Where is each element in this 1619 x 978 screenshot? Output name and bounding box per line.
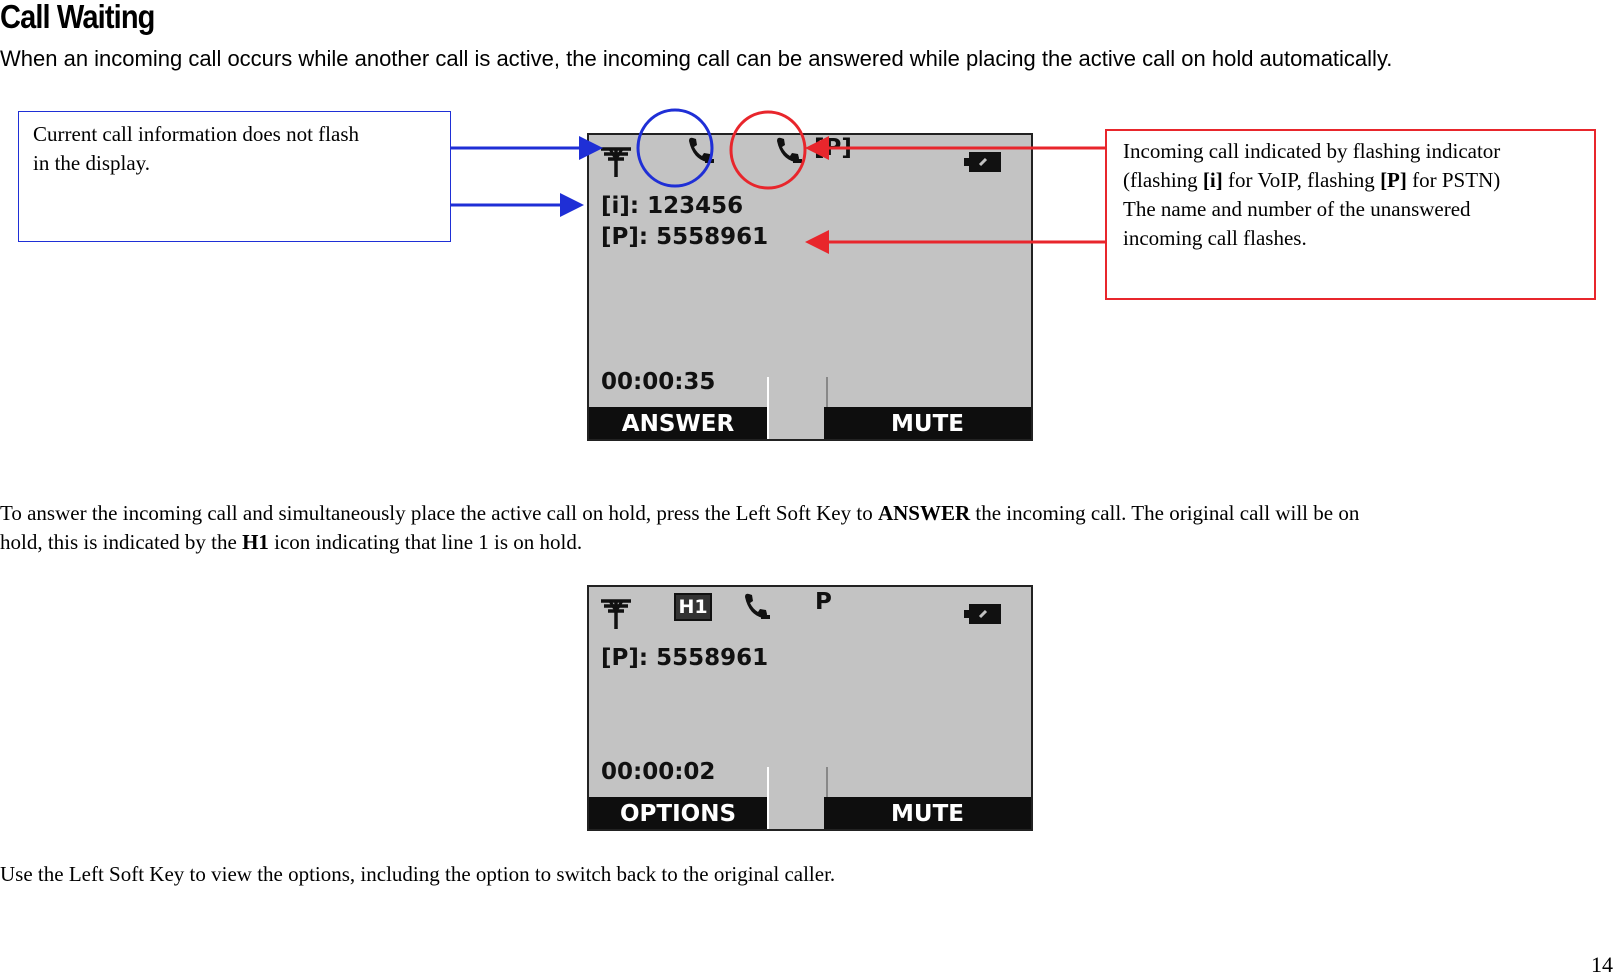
handset-icon xyxy=(777,137,802,163)
call-timer: 00:00:02 xyxy=(601,759,716,785)
blue-highlight-circle xyxy=(636,108,714,188)
battery-icon xyxy=(964,604,1001,624)
line-p-number: [P]: 5558961 xyxy=(601,224,769,250)
line-i-number: [i]: 123456 xyxy=(601,193,744,219)
phone-screen-on-hold: H1 P [P]: 5558961 00:00:02 OPTIONS MUTE xyxy=(587,585,1033,831)
answer-instructions-line2: hold, this is indicated by the H1 icon i… xyxy=(0,530,583,554)
answer-instructions: To answer the incoming call and simultan… xyxy=(0,499,1359,557)
options-softkey[interactable]: OPTIONS xyxy=(589,797,767,829)
options-instructions: Use the Left Soft Key to view the option… xyxy=(0,862,836,886)
callout-left-line1: Current call information does not flash xyxy=(33,122,360,146)
callout-right-line4: incoming call flashes. xyxy=(1123,226,1307,250)
answer-instructions-line1: To answer the incoming call and simultan… xyxy=(0,501,1360,525)
intro-text: When an incoming call occurs while anoth… xyxy=(0,46,1393,71)
callout-right-line3: The name and number of the unanswered xyxy=(1123,197,1471,221)
page-title: Call Waiting xyxy=(0,0,155,35)
page-number: 14 xyxy=(1591,952,1613,977)
softkey-bar: ANSWER MUTE xyxy=(589,407,1031,439)
callout-incoming-call: Incoming call indicated by flashing indi… xyxy=(1105,129,1596,300)
callout-left-line2: in the display. xyxy=(33,151,151,175)
antenna-icon xyxy=(601,147,631,177)
hold-icon: H1 xyxy=(674,593,712,621)
antenna-icon xyxy=(601,599,631,629)
callout-right-line1: Incoming call indicated by flashing indi… xyxy=(1123,139,1501,163)
callout-right-line2: (flashing [i] for VoIP, flashing [P] for… xyxy=(1123,168,1501,192)
line-p-number: [P]: 5558961 xyxy=(601,645,769,671)
handset-icon xyxy=(745,593,770,619)
battery-icon xyxy=(964,152,1001,172)
softkey-bar: OPTIONS MUTE xyxy=(589,797,1031,829)
answer-softkey[interactable]: ANSWER xyxy=(589,407,767,439)
line-label: P xyxy=(815,589,832,615)
callout-current-call: Current call information does not flash … xyxy=(18,111,451,242)
red-highlight-circle xyxy=(729,110,807,190)
mute-softkey[interactable]: MUTE xyxy=(824,407,1031,439)
mute-softkey[interactable]: MUTE xyxy=(824,797,1031,829)
call-timer: 00:00:35 xyxy=(601,369,716,395)
